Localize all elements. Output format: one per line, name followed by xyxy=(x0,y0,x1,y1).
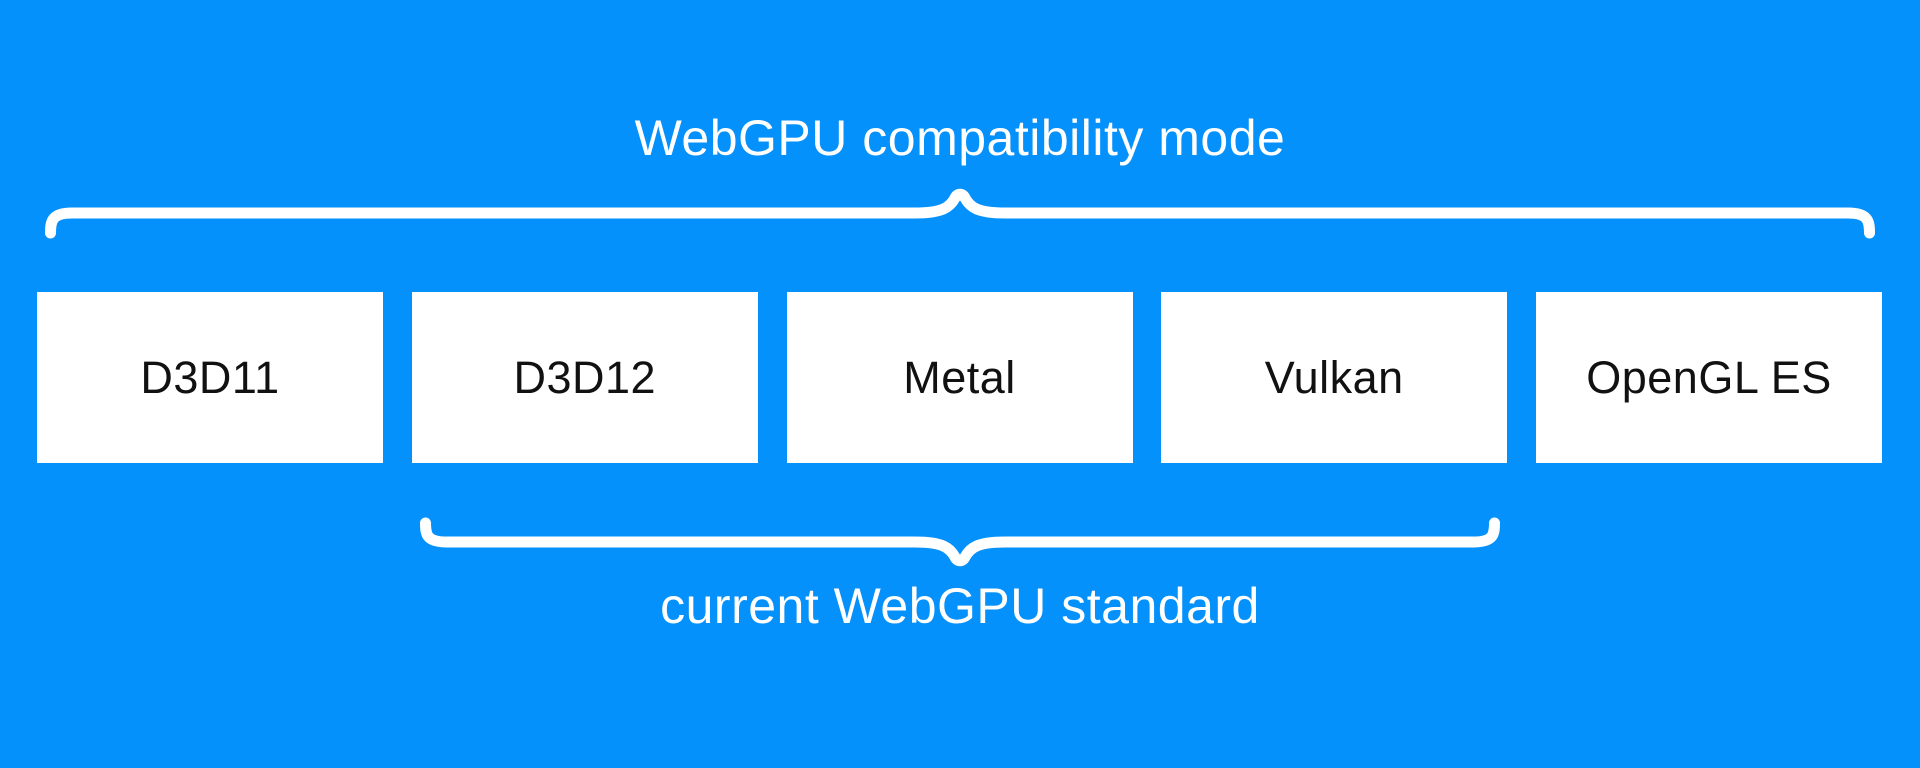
bottom-brace-path xyxy=(420,517,1500,567)
bottom-brace xyxy=(420,517,1500,567)
platform-box-label: Vulkan xyxy=(1264,351,1404,403)
platform-box-label: D3D12 xyxy=(513,351,657,403)
platform-box-label: Metal xyxy=(903,351,1016,403)
top-brace xyxy=(45,188,1875,239)
platform-box-label: D3D11 xyxy=(140,351,280,403)
platform-box-d3d11: D3D11 xyxy=(37,292,383,463)
platform-box-opengl-es: OpenGL ES xyxy=(1536,292,1882,463)
platform-boxes-row: D3D11 D3D12 Metal Vulkan OpenGL ES xyxy=(37,292,1882,463)
top-brace-path xyxy=(45,188,1875,239)
platform-box-d3d12: D3D12 xyxy=(411,292,758,463)
platform-box-metal: Metal xyxy=(786,292,1133,463)
platform-box-label: OpenGL ES xyxy=(1586,351,1832,403)
bottom-group-label: current WebGPU standard xyxy=(660,578,1260,634)
top-group-label: WebGPU compatibility mode xyxy=(634,110,1286,166)
platform-box-vulkan: Vulkan xyxy=(1161,292,1508,463)
